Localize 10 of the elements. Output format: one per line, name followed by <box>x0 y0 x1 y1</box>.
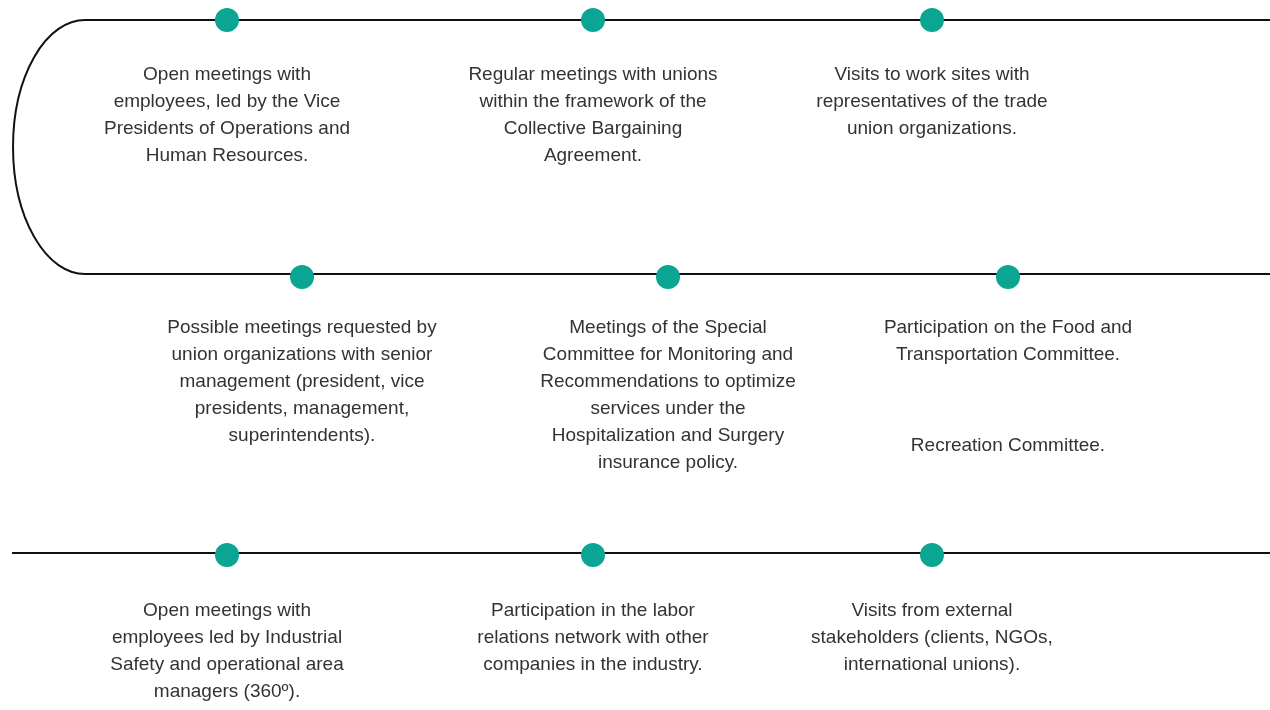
timeline-text: Possible meetings requested by union organizations with senior management (president, vice presidents, management, superintendents). <box>166 315 438 447</box>
timeline-text: Visits to work sites with representatives of the trade union organizations. <box>815 62 1049 140</box>
timeline-text: Open meetings with employees led by Industrial Safety and operational area managers (360º). <box>109 598 345 703</box>
timeline-text: Participation on the Food and Transportation Committee. <box>882 315 1134 366</box>
timeline-text: Participation in the labor relations network with other companies in the industry. <box>476 598 710 676</box>
timeline-text: Visits from external stakeholders (clients, NGOs, international unions). <box>810 598 1054 676</box>
timeline-text: Regular meetings with unions within the framework of the Collective Bargaining Agreement. <box>467 62 719 167</box>
timeline-text: Recreation Committee. <box>909 433 1107 457</box>
timeline-text: Meetings of the Special Committee for Monitoring and Recommendations to optimize services under the Hospitalization and Surgery insurance policy. <box>539 315 797 474</box>
timeline-text: Open meetings with employees, led by the Vice Presidents of Operations and Human Resources. <box>102 62 352 167</box>
